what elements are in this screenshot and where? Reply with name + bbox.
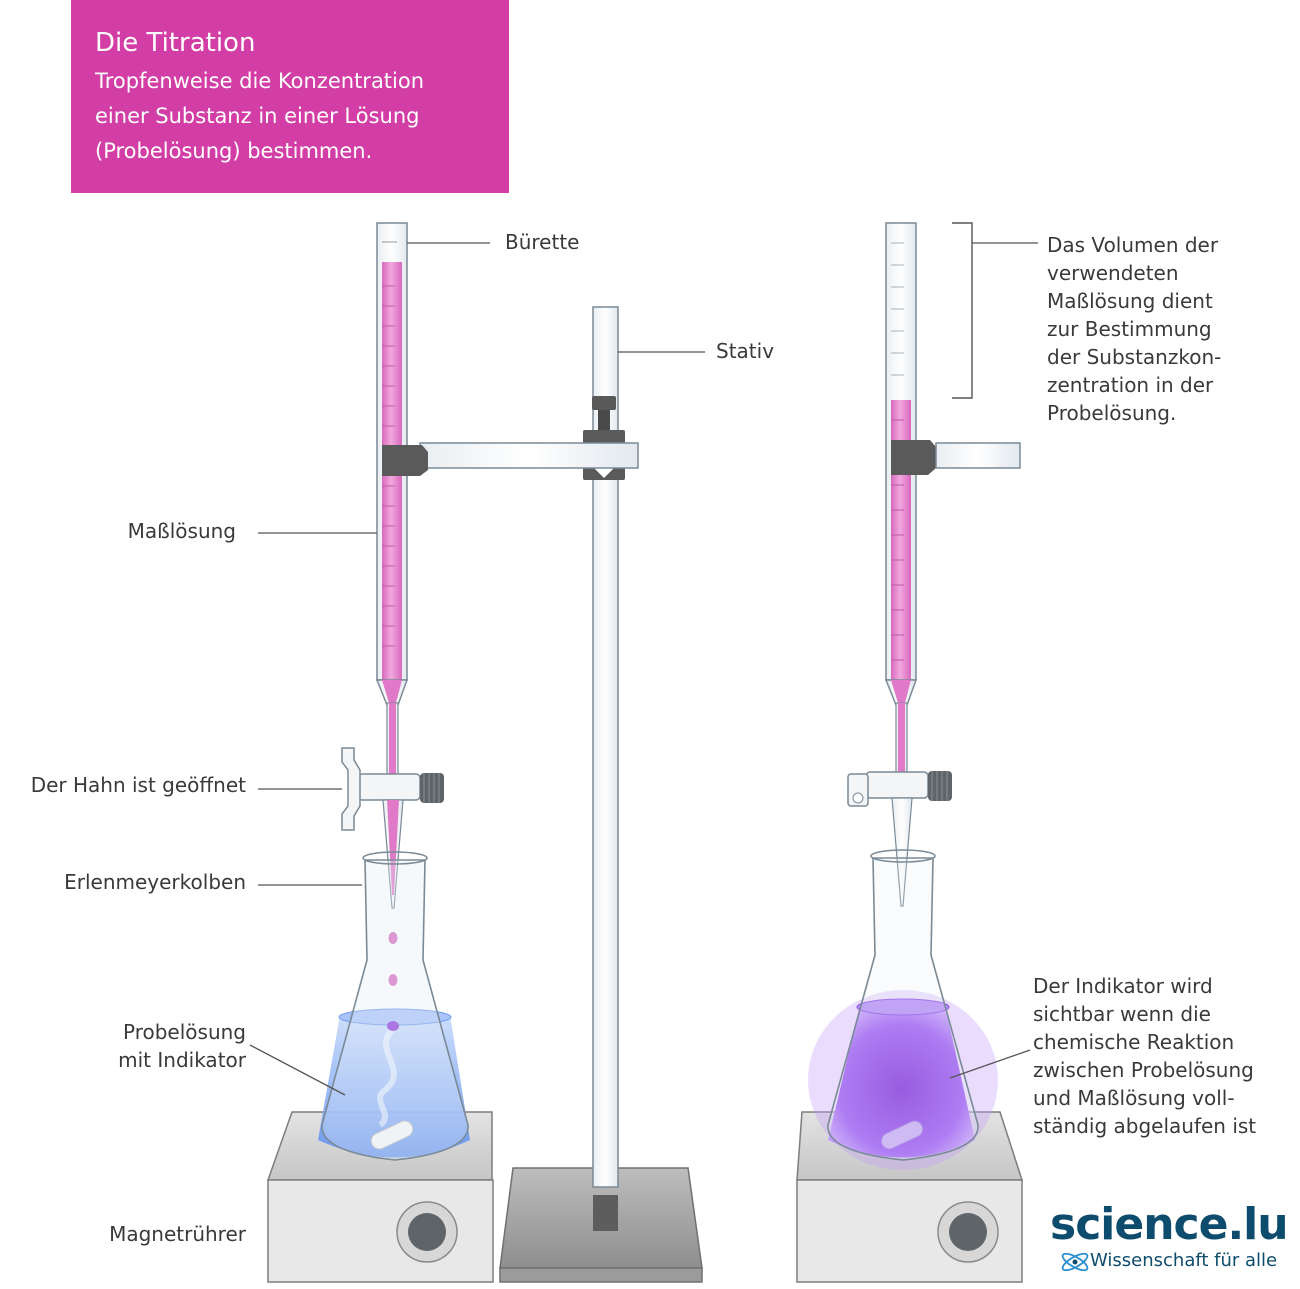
flask-glass	[321, 859, 469, 1161]
stand-base-edge	[499, 1267, 703, 1283]
label-burette: Bürette	[505, 230, 580, 254]
burette-tip	[891, 797, 913, 907]
label-sample: Probelösung mit Indikator	[60, 1018, 246, 1074]
right-burette	[847, 222, 1038, 907]
stirrer-dial	[949, 1213, 987, 1251]
note-line: verwendeten	[1047, 261, 1179, 285]
burette-taper-fill	[891, 680, 911, 703]
note-line: zentration in der	[1047, 373, 1214, 397]
note-line: ständig abgelaufen ist	[1033, 1114, 1257, 1138]
note-line: Probelösung.	[1047, 401, 1177, 425]
right-flask	[808, 849, 1031, 1170]
stirrer-dial	[408, 1213, 446, 1251]
clamp-screw	[592, 396, 616, 410]
clamp-bar	[419, 442, 639, 469]
note-line: zwischen Probelösung	[1033, 1058, 1254, 1082]
flask-glass	[827, 857, 979, 1161]
stopcock-body	[865, 771, 929, 799]
stand-rod-foot	[593, 1195, 618, 1231]
purple-drop	[387, 1021, 399, 1031]
logo-word: science.lu	[1050, 1199, 1289, 1250]
swirl	[377, 1027, 397, 1128]
stir-bar	[880, 1120, 924, 1150]
stopcock-handle	[341, 747, 361, 831]
stirrer-front	[267, 1179, 494, 1283]
science-lu-logo: science.lu Wissenschaft für alle	[1050, 1199, 1289, 1272]
stir-bar	[370, 1120, 414, 1150]
stopcock-knob	[928, 771, 952, 801]
label-stirrer: Magnetrührer	[109, 1222, 246, 1246]
volume-bracket	[952, 222, 973, 399]
burette-tip-fill	[387, 800, 399, 895]
subtitle-line: einer Substanz in einer Lösung	[95, 104, 420, 128]
note-line: und Maßlösung voll-	[1033, 1086, 1235, 1110]
page-subtitle: Tropfenweise die Konzentration einer Sub…	[95, 64, 489, 169]
clamp-bar	[935, 442, 1021, 469]
stopcock-body	[357, 773, 421, 801]
flask-liquid-top	[856, 998, 950, 1016]
label-stopcock: Der Hahn ist geöffnet	[30, 773, 246, 797]
stopcock-knob	[420, 773, 444, 803]
flask-liquid	[318, 1015, 470, 1158]
graduations	[382, 285, 395, 647]
clamp-boss-top	[583, 430, 625, 444]
note-line: sichtbar wenn die	[1033, 1002, 1211, 1026]
note-line: Das Volumen der	[1047, 233, 1219, 257]
logo-mark	[1061, 1252, 1089, 1272]
burette-stem-fill	[389, 703, 396, 783]
note-line: der Substanzkon-	[1047, 345, 1222, 369]
label-flask: Erlenmeyerkolben	[64, 870, 246, 894]
note-line: Maßlösung dient	[1047, 289, 1213, 313]
flask-rim	[362, 851, 428, 865]
label-stand: Stativ	[716, 339, 775, 363]
clamp-v-jaw	[594, 468, 614, 478]
burette-stem-fill	[898, 703, 905, 781]
drop	[388, 932, 398, 944]
burette-clamp	[382, 445, 428, 476]
drop	[388, 974, 398, 986]
note-line: chemische Reaktion	[1033, 1030, 1235, 1054]
note-line: Der Indikator wird	[1033, 974, 1213, 998]
indicator-note: Der Indikator wird sichtbar wenn die che…	[1033, 972, 1293, 1140]
graduations	[891, 419, 904, 661]
left-flask	[249, 851, 470, 1161]
title-box: Die Titration Tropfenweise die Konzentra…	[71, 0, 509, 193]
logo-tagline: Wissenschaft für alle	[1090, 1250, 1278, 1271]
note-line: zur Bestimmung	[1047, 317, 1212, 341]
subtitle-line: (Probelösung) bestimmen.	[95, 139, 373, 163]
flask-rim	[870, 849, 936, 863]
volume-note: Das Volumen der verwendeten Maßlösung di…	[1047, 231, 1287, 427]
burette-clamp	[891, 440, 936, 475]
label-sample-line: mit Indikator	[118, 1048, 246, 1072]
label-leader-indicator	[949, 1049, 1031, 1079]
subtitle-line: Tropfenweise die Konzentration	[95, 69, 425, 93]
label-titrant: Maßlösung	[127, 519, 236, 543]
left-burette	[258, 222, 490, 986]
page-title: Die Titration	[95, 28, 256, 58]
clamp-screw-neck	[598, 410, 610, 430]
burette-taper-fill	[382, 680, 402, 703]
label-sample-line: Probelösung	[123, 1020, 246, 1044]
label-leader-sample	[249, 1044, 346, 1096]
graduations-empty	[891, 242, 904, 376]
flask-liquid	[828, 1005, 975, 1158]
